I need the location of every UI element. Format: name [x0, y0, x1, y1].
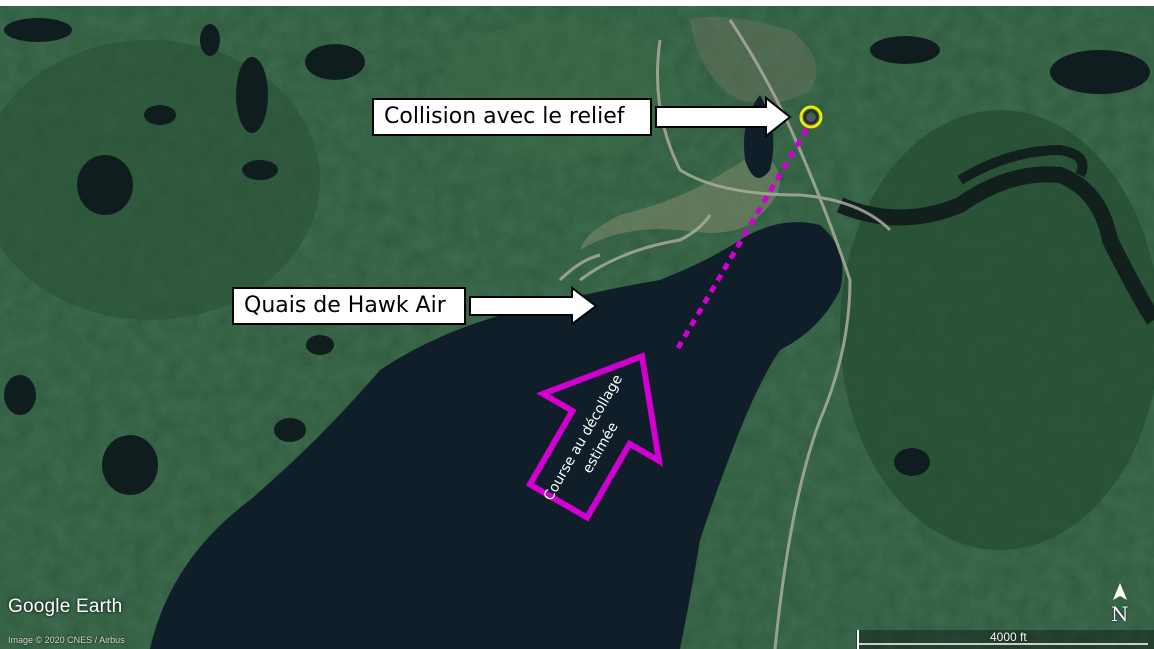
- town-clearing: [580, 150, 780, 250]
- imagery-credit: Image © 2020 CNES / Airbus: [8, 635, 125, 645]
- docks-label: Quais de Hawk Air: [232, 287, 466, 325]
- river: [836, 166, 1154, 325]
- main-lake: [150, 222, 843, 649]
- docks-pointer-arrow: [469, 286, 598, 326]
- scale-label: 4000 ft: [990, 630, 1027, 644]
- north-letter: N: [1111, 602, 1129, 626]
- north-arrow-icon: [1113, 583, 1127, 600]
- small-lakes: [4, 18, 1150, 495]
- takeoff-direction-arrow: [525, 352, 664, 522]
- collision-pointer-arrow: [655, 95, 792, 139]
- google-earth-logo: Google Earth: [8, 596, 123, 617]
- takeoff-path-line: [675, 118, 815, 350]
- collision-label: Collision avec le relief: [372, 98, 652, 136]
- scale-bar: [856, 630, 1154, 649]
- collision-marker: [799, 105, 823, 129]
